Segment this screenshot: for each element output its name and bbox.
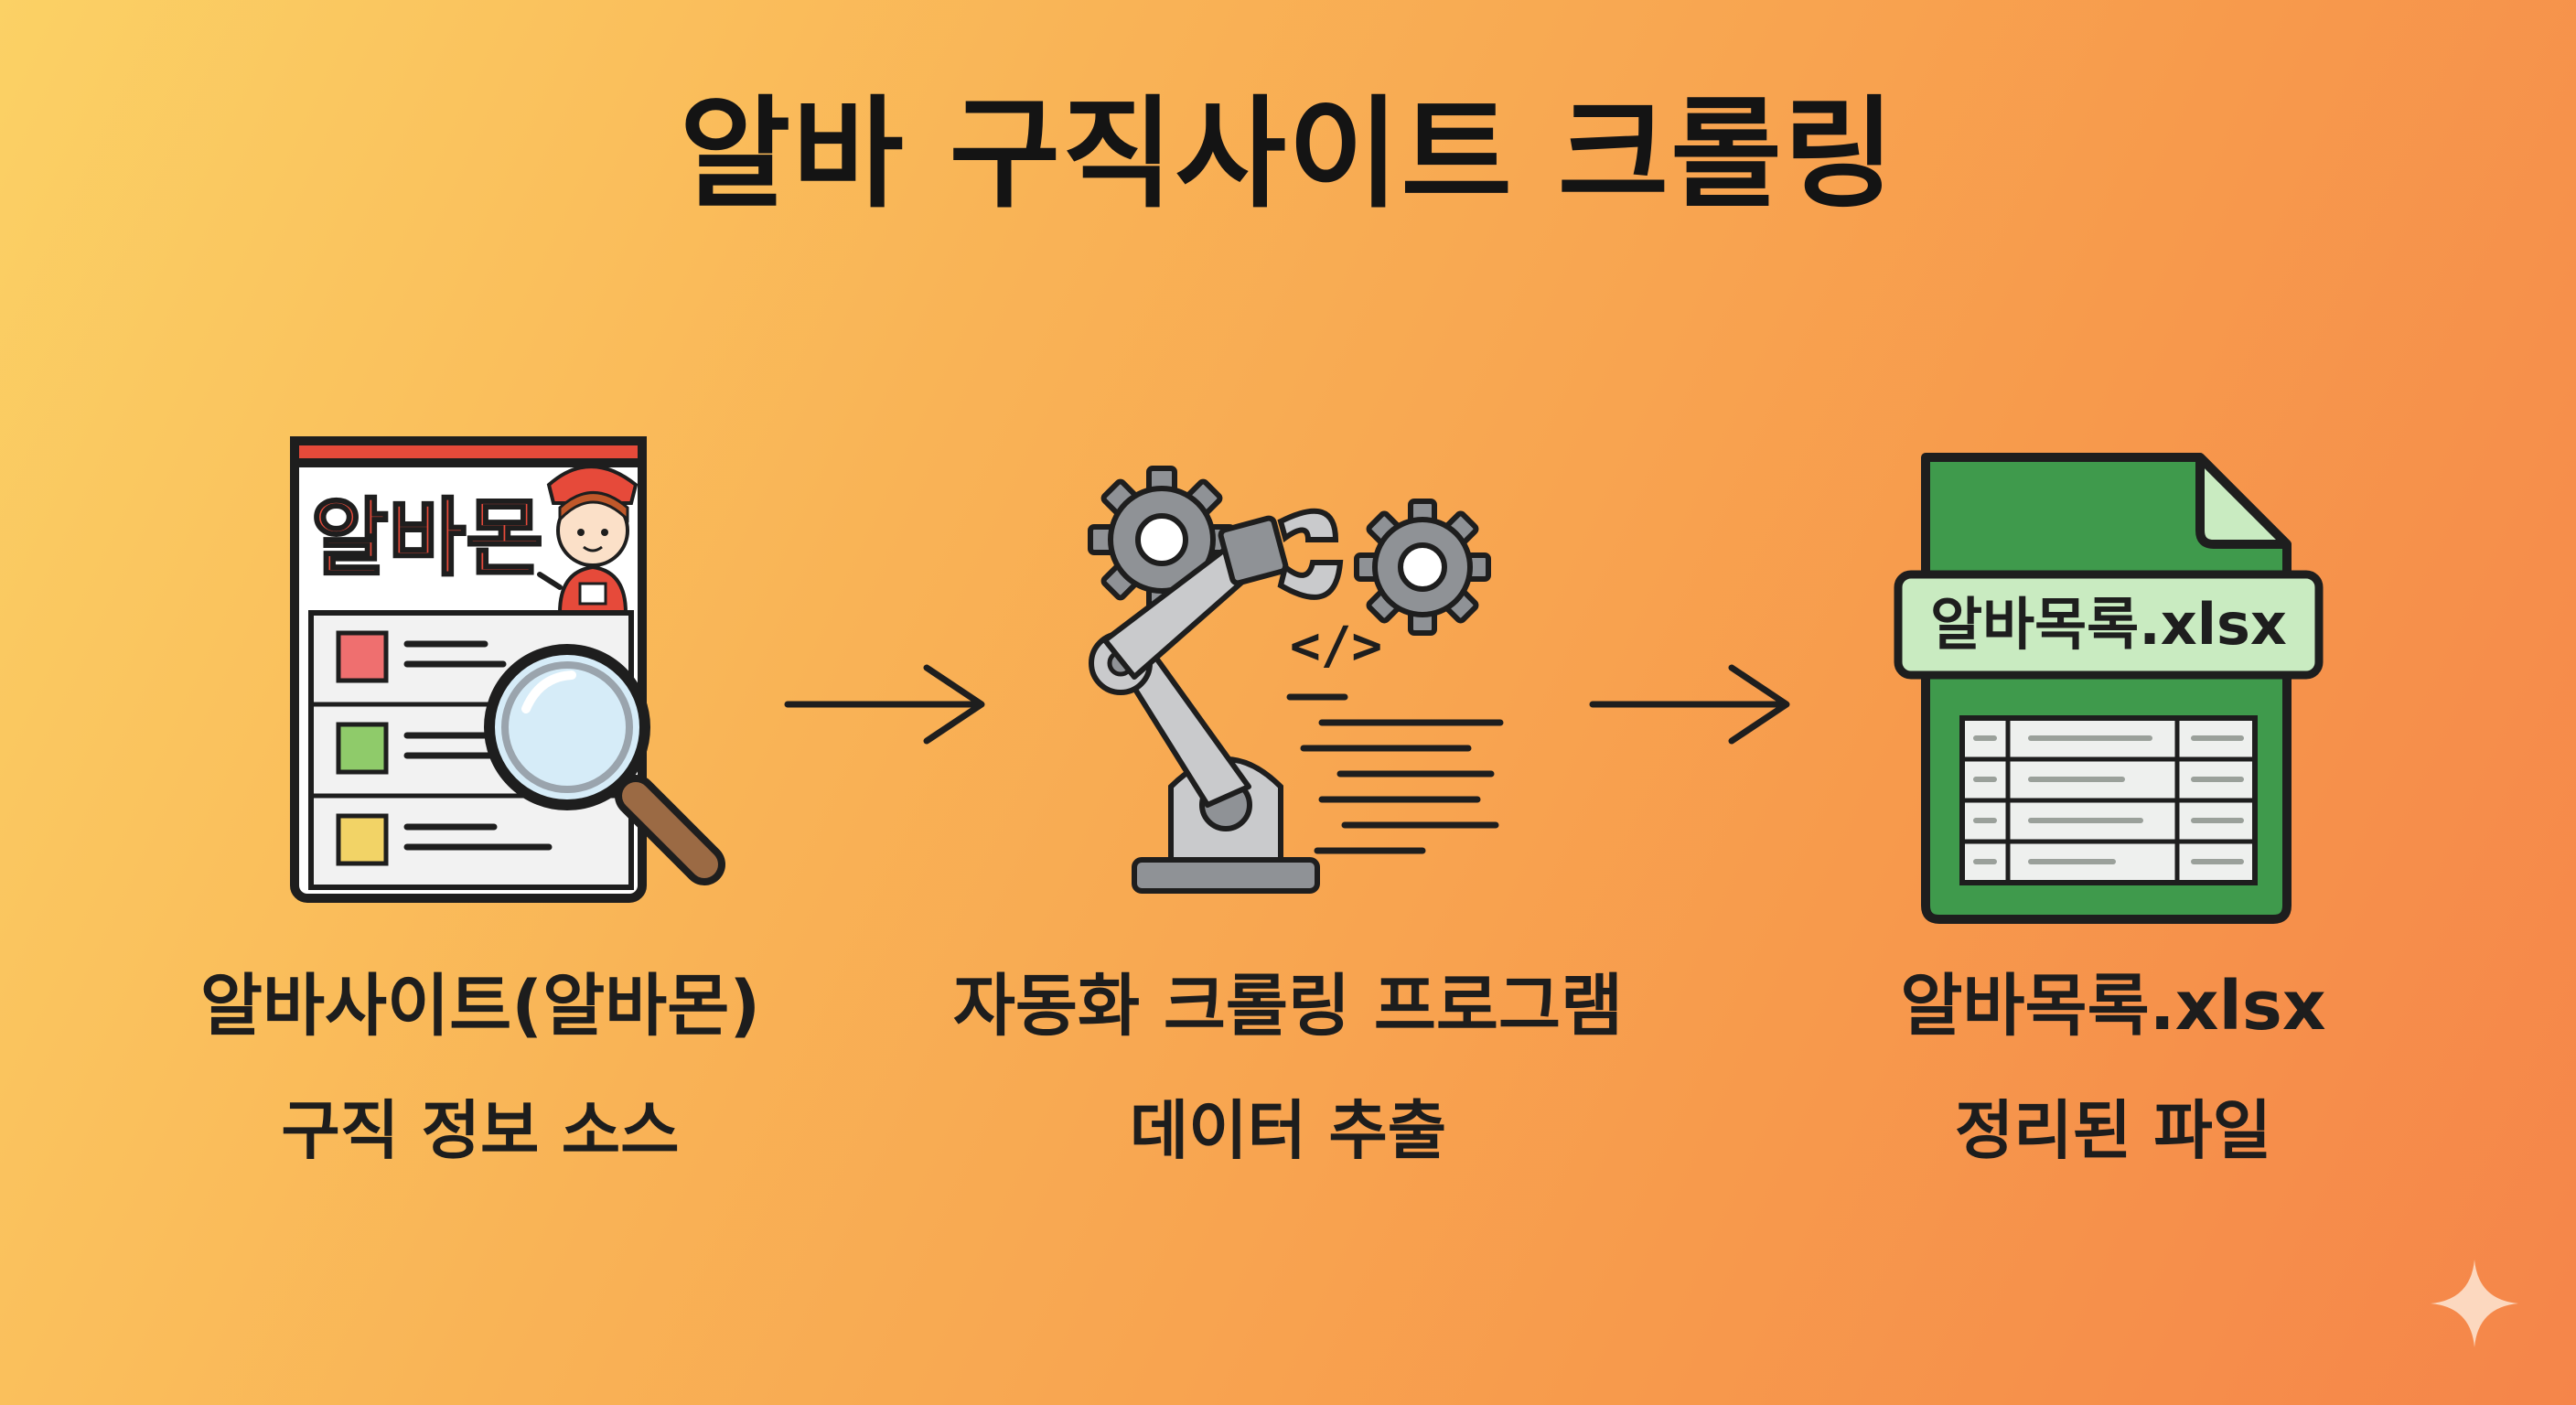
- step3-label: 알바목록.xlsx: [1900, 967, 2326, 1046]
- code-tag-text: </>: [1290, 617, 1382, 676]
- arrow-right-icon: [784, 664, 985, 745]
- brand-logo-text: 알바몬: [311, 489, 543, 587]
- page-title: 알바 구직사이트 크롤링: [679, 84, 1897, 225]
- spreadsheet-grid-icon: [1959, 715, 2258, 885]
- step2-sub: 데이터 추출: [1129, 1093, 1447, 1168]
- sparkle-icon: [2431, 1260, 2518, 1347]
- step2-label: 자동화 크롤링 프로그램: [952, 967, 1624, 1046]
- job-site-magnifier-icon: 알바몬: [290, 436, 725, 903]
- excel-file-icon: 알바목록.xlsx: [1894, 453, 2324, 924]
- step1-label: 알바사이트(알바몬): [199, 967, 761, 1046]
- robot-arm-gears-icon: </>: [1088, 466, 1504, 894]
- gear-icon: [1354, 499, 1491, 636]
- step3-sub: 정리된 파일: [1954, 1093, 2272, 1168]
- mascot-girl-icon: [537, 465, 639, 615]
- file-name-label: 알바목록.xlsx: [1930, 591, 2287, 658]
- arrow-right-icon: [1589, 664, 1790, 745]
- step1-sub: 구직 정보 소스: [281, 1093, 680, 1168]
